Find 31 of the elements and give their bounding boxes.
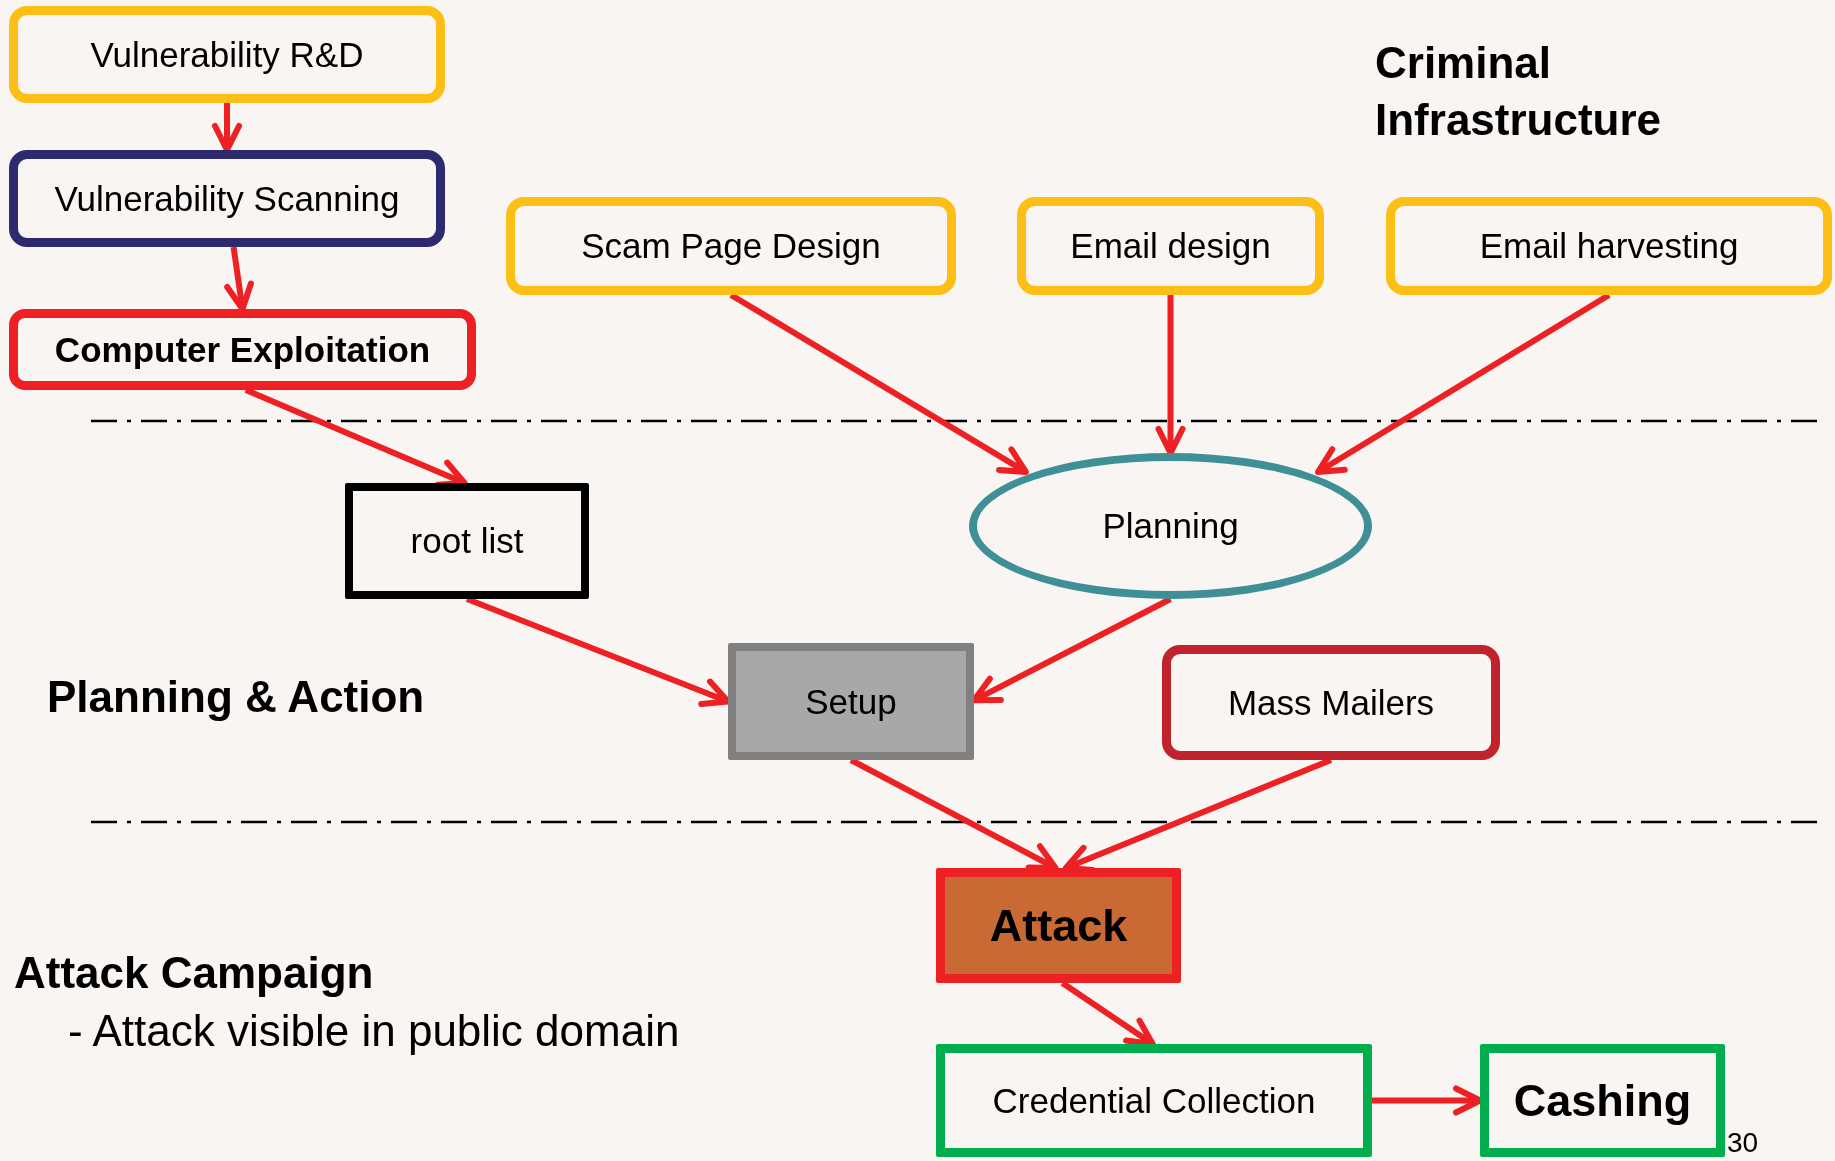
node-label: Email harvesting — [1479, 226, 1739, 266]
section-note: - Attack visible in public domain — [68, 1006, 680, 1056]
process-box — [345, 483, 589, 599]
process-box — [1386, 197, 1832, 295]
node-label: Computer Exploitation — [54, 329, 431, 370]
node-label: Planning — [1102, 506, 1239, 546]
arrow — [1155, 295, 1186, 456]
process-box — [728, 643, 974, 760]
node-label: Mass Mailers — [1227, 682, 1435, 723]
node-label: Credential Collection — [992, 1080, 1316, 1121]
process-box — [1017, 197, 1324, 295]
section-title: Criminal Infrastructure — [1375, 37, 1663, 147]
node-label: Vulnerability Scanning — [54, 178, 400, 219]
process-box — [1162, 645, 1500, 760]
page-number: 30 — [1727, 1127, 1759, 1159]
node-label: Vulnerability R&D — [90, 34, 364, 75]
process-box — [506, 197, 956, 295]
node-label: Cashing — [1513, 1074, 1692, 1127]
process-box — [936, 868, 1181, 983]
node-label: Scam Page Design — [581, 226, 881, 266]
process-box — [9, 309, 476, 390]
process-box — [9, 6, 445, 103]
section-title: Planning & Action — [47, 672, 425, 722]
process-box — [1480, 1044, 1725, 1157]
process-box — [9, 150, 445, 247]
process-box — [936, 1044, 1372, 1157]
section-title: Attack Campaign — [14, 948, 374, 998]
node-label: Attack — [989, 899, 1128, 952]
node-label: root list — [410, 521, 524, 561]
node-label: Setup — [805, 681, 897, 722]
node-label: Email design — [1070, 226, 1271, 266]
